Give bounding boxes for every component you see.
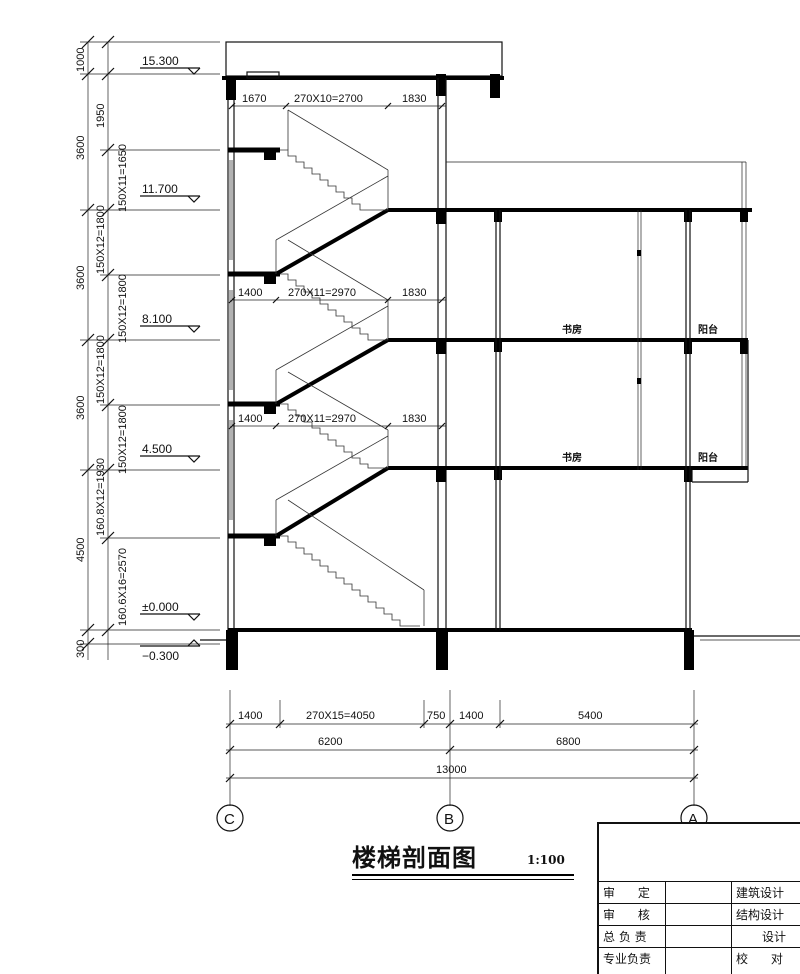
title-block-divider-1: [665, 881, 666, 974]
axis-label-c: C: [224, 811, 235, 828]
stairs: [228, 109, 425, 627]
dim-inner-1800-a: 150X12=1800: [95, 205, 107, 274]
dim-outer-4500: 4500: [75, 538, 87, 562]
room-label-balcony-upper: 阳台: [698, 323, 718, 336]
dim-outer-3600-top: 3600: [75, 136, 87, 160]
mid-dim-2970-a: 270X11=2970: [288, 287, 356, 299]
dim-inner-1950: 1950: [95, 104, 107, 128]
tb-structure-label: 结构设计: [736, 908, 785, 922]
title-block-row-4: 专业负责 校 对: [599, 947, 800, 969]
left-dimension-lines: [80, 35, 220, 660]
bottom-dimension-lines: [225, 690, 699, 806]
elevation-minus-0300: −0.300: [142, 649, 179, 663]
title-block-row-1: 审 定 建筑设计: [599, 881, 800, 903]
bottom-dim-4050: 270X15=4050: [306, 710, 375, 722]
dim-outer-300: 300: [75, 640, 87, 658]
bottom-dim-6200: 6200: [318, 736, 342, 748]
room-label-balcony-lower: 阳台: [698, 451, 718, 464]
dim-inner-1800-b: 150X12=1800: [117, 274, 129, 343]
tb-check-label: 校 对: [736, 952, 783, 966]
building-section: [200, 41, 800, 670]
dim-inner-1800-c: 150X12=1800: [95, 335, 107, 404]
axis-bubble-b: [436, 804, 464, 832]
bottom-dim-1400-b: 1400: [459, 710, 483, 722]
bottom-dim-750: 750: [427, 710, 445, 722]
title-block-row-2: 审 核 结构设计: [599, 903, 800, 925]
elevation-15300: 15.300: [142, 54, 179, 68]
title-block-row-3: 总 负 责 设计: [599, 925, 800, 947]
tb-review-label: 审 核: [603, 908, 650, 922]
axis-bubble-c: [216, 804, 244, 832]
bottom-dim-5400: 5400: [578, 710, 602, 722]
low-dim-1830-c: 1830: [402, 413, 426, 425]
low-dim-2970-b: 270X11=2970: [288, 413, 356, 425]
top-dim-1670: 1670: [242, 93, 266, 105]
room-label-study-lower: 书房: [562, 451, 582, 464]
title-block-divider-2: [731, 881, 732, 974]
mid-dim-1400-a: 1400: [238, 287, 262, 299]
title-block: 审 定 建筑设计 审 核 结构设计 总 负 责 设计 专业负责 校 对: [597, 822, 800, 974]
tb-architecture-label: 建筑设计: [736, 886, 785, 900]
low-dim-1400-b: 1400: [238, 413, 262, 425]
top-dim-2700: 270X10=2700: [294, 93, 363, 105]
mid-dim-1830-b: 1830: [402, 287, 426, 299]
elevation-11700: 11.700: [142, 182, 178, 196]
dim-outer-3600-mid: 3600: [75, 266, 87, 290]
tb-approve-label: 审 定: [603, 886, 650, 900]
drawing-title: 楼梯剖面图: [352, 843, 477, 872]
bottom-dim-13000: 13000: [436, 764, 467, 776]
tb-discipline-lead-label: 专业负责: [603, 952, 652, 966]
dim-outer-3600-low: 3600: [75, 396, 87, 420]
dim-inner-1800-d: 150X12=1800: [117, 405, 129, 474]
axis-label-a: A: [688, 811, 698, 828]
dim-inner-2570: 160.6X16=2570: [117, 548, 129, 626]
elevation-4500: 4.500: [142, 442, 172, 456]
dim-inner-1930: 160.8X12=1930: [95, 458, 107, 536]
elevation-0000: ±0.000: [142, 600, 179, 614]
tb-chief-label: 总 负 责: [603, 930, 647, 944]
stair-dimension-lines: [228, 102, 446, 430]
bottom-dim-1400-a: 1400: [238, 710, 262, 722]
title-underline: [352, 874, 574, 876]
top-dim-1830-a: 1830: [402, 93, 426, 105]
elevation-8100: 8.100: [142, 312, 172, 326]
bottom-dim-6800: 6800: [556, 736, 580, 748]
tb-design-label: 设计: [762, 930, 787, 944]
dim-inner-1650: 150X11=1650: [117, 144, 129, 212]
elevation-marks: [140, 67, 201, 647]
dim-outer-1000: 1000: [75, 48, 87, 72]
axis-label-b: B: [444, 811, 454, 828]
title-underline-thin: [352, 879, 574, 880]
drawing-scale: 1:100: [527, 853, 565, 867]
room-label-study-upper: 书房: [562, 323, 582, 336]
